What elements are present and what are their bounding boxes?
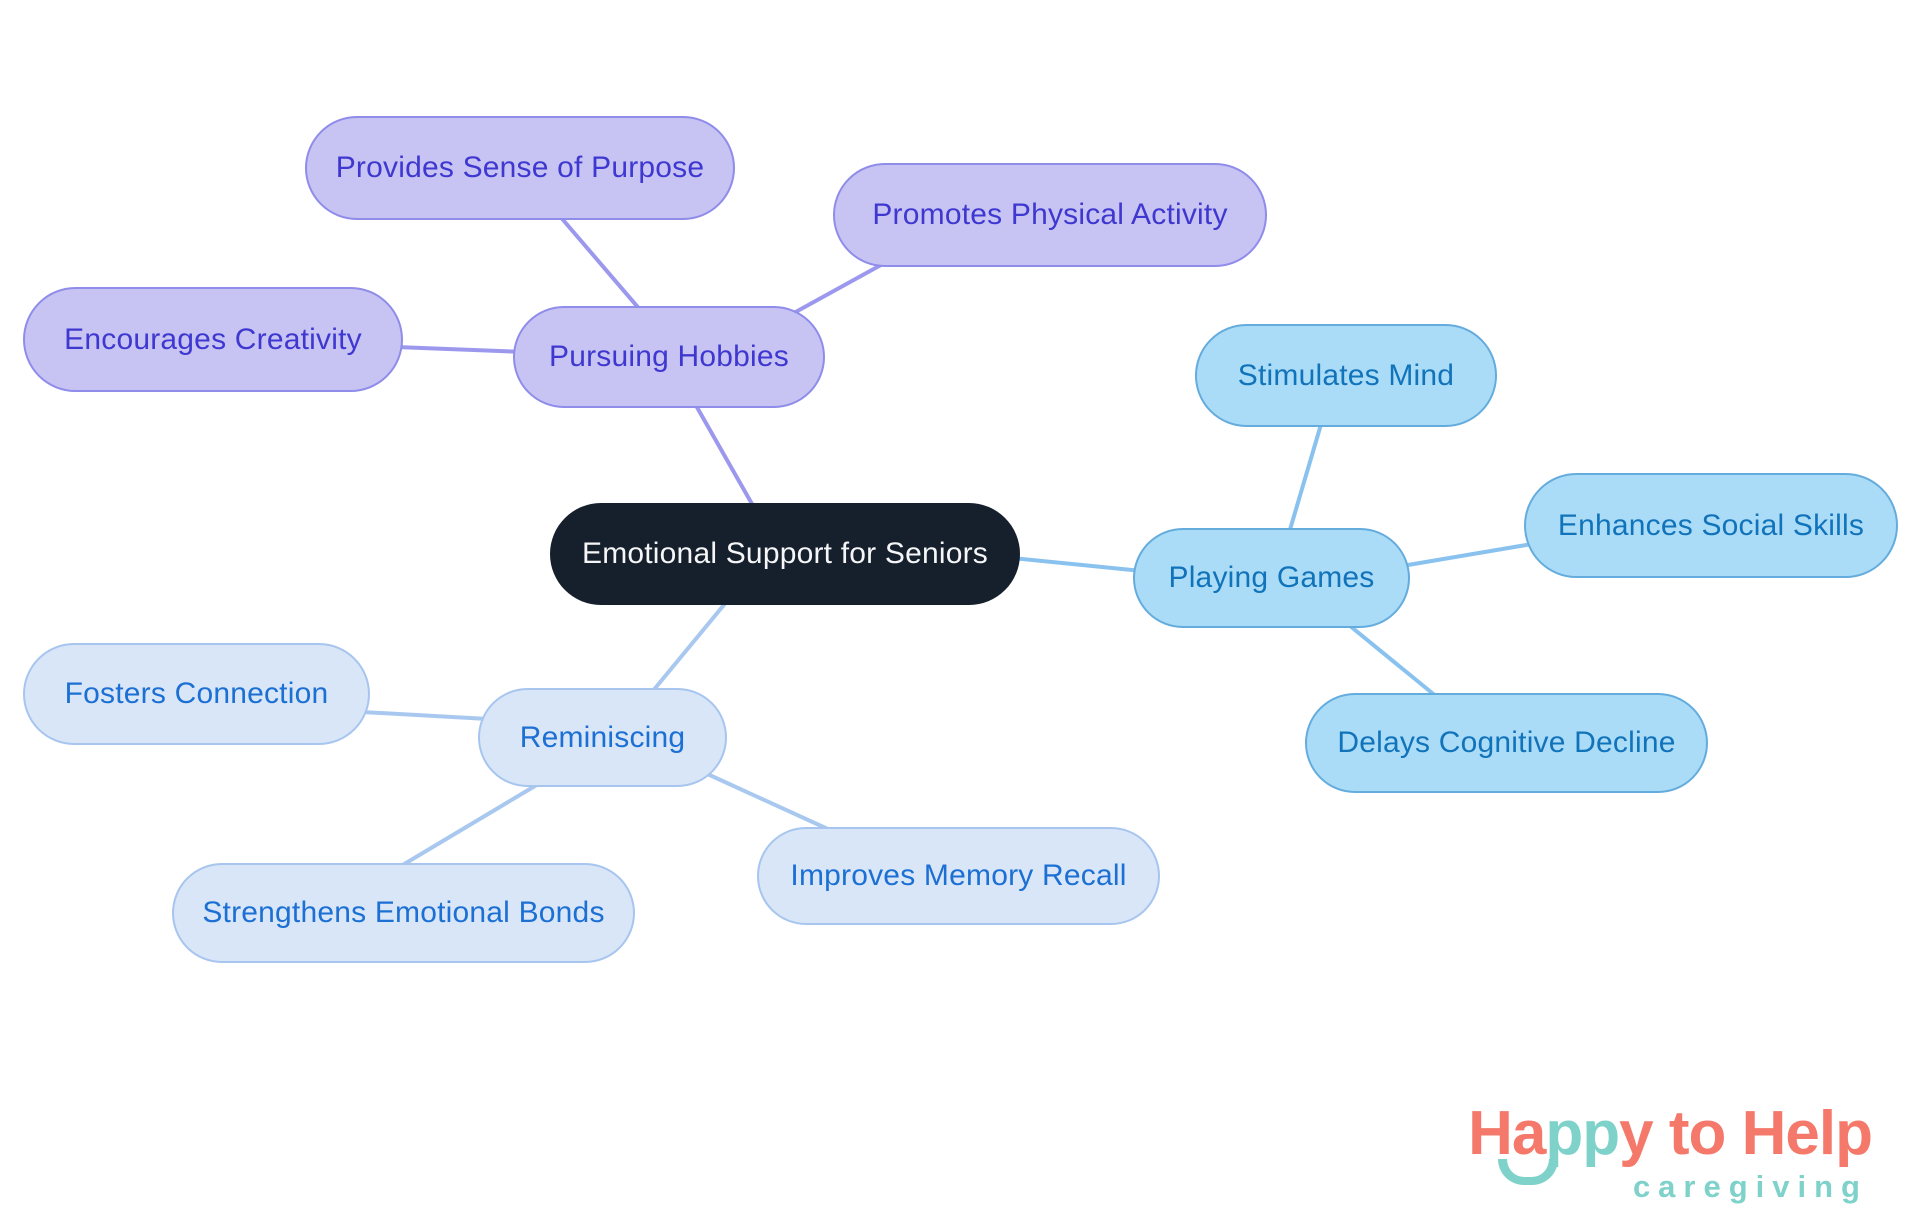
node-promotes-physical-activity[interactable]: Promotes Physical Activity [833, 163, 1267, 267]
node-emotional-support-for-seniors[interactable]: Emotional Support for Seniors [550, 503, 1020, 605]
connector-mind-games [1287, 419, 1324, 535]
node-pursuing-hobbies[interactable]: Pursuing Hobbies [513, 306, 825, 408]
logo-text-ha: Ha [1468, 1099, 1546, 1168]
node-strengthens-emotional-bonds[interactable]: Strengthens Emotional Bonds [172, 863, 635, 963]
connector-connection-reminiscing [360, 710, 490, 721]
logo-text-help: Help [1741, 1099, 1873, 1168]
connector-creativity-hobbies [394, 345, 527, 354]
connector-physical-hobbies [790, 258, 892, 316]
connector-hobbies-root [692, 400, 762, 520]
node-delays-cognitive-decline[interactable]: Delays Cognitive Decline [1305, 693, 1708, 793]
node-reminiscing[interactable]: Reminiscing [478, 688, 727, 787]
logo-text-y: y [1619, 1099, 1653, 1168]
node-stimulates-mind[interactable]: Stimulates Mind [1195, 324, 1497, 427]
node-improves-memory-recall[interactable]: Improves Memory Recall [757, 827, 1160, 925]
node-fosters-connection[interactable]: Fosters Connection [23, 643, 370, 745]
logo-text-pp: pp [1545, 1099, 1620, 1168]
node-playing-games[interactable]: Playing Games [1133, 528, 1410, 628]
logo-wordmark: Happy to Help [1402, 1103, 1873, 1165]
connector-games-social [1400, 542, 1534, 568]
connector-reminiscing-recall [701, 770, 832, 832]
node-provides-sense-of-purpose[interactable]: Provides Sense of Purpose [305, 116, 735, 220]
smile-icon [1498, 1159, 1558, 1185]
connector-reminiscing-bonds [399, 781, 542, 868]
happy-to-help-logo: Happy to Help caregiving [1402, 1103, 1873, 1205]
node-encourages-creativity[interactable]: Encourages Creativity [23, 287, 403, 392]
logo-tagline: caregiving [1632, 1169, 1868, 1204]
logo-text-to: to [1652, 1099, 1742, 1168]
connector-root-reminiscing [650, 598, 730, 694]
node-enhances-social-skills[interactable]: Enhances Social Skills [1524, 473, 1898, 578]
connector-games-decline [1342, 619, 1439, 699]
connector-purpose-hobbies [556, 212, 644, 314]
connector-root-games [1010, 556, 1144, 573]
